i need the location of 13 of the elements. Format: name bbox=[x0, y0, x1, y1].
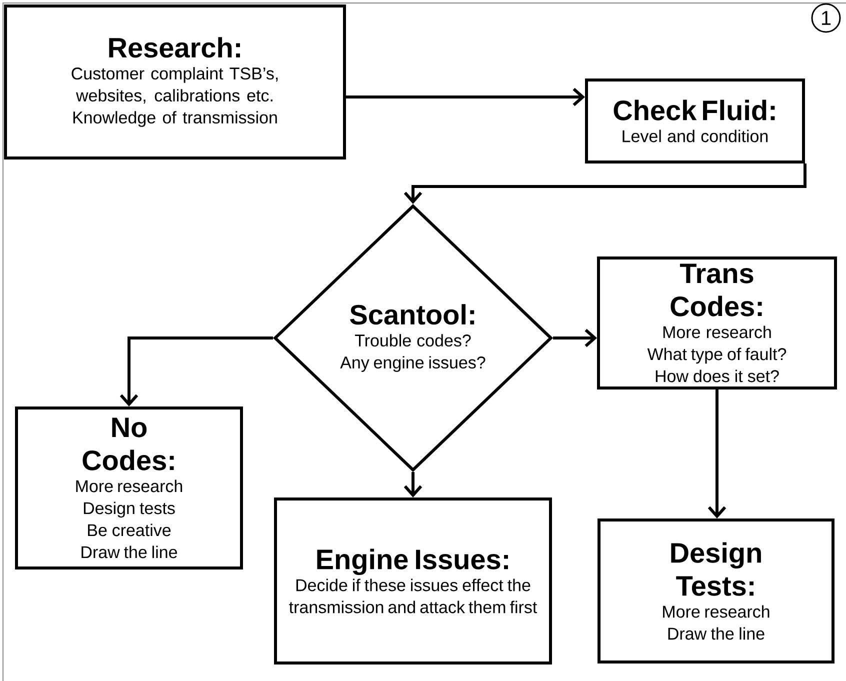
callout-number: 1 bbox=[811, 3, 841, 33]
arrow bbox=[120, 336, 273, 406]
process-box: Check Fluid: Level and condition bbox=[585, 78, 805, 164]
process-box: No Codes: More research Design tests Be creative Draw the line bbox=[15, 406, 243, 570]
arrow bbox=[346, 88, 585, 106]
arrow bbox=[404, 164, 806, 204]
arrow bbox=[404, 472, 422, 498]
process-box: Trans Codes: More research What type of fault? How does it set? bbox=[597, 256, 837, 390]
arrow bbox=[708, 390, 726, 518]
process-box: Research: Customer complaint TSB’s, websites, calibrations etc. Knowledge of transmission bbox=[4, 4, 346, 160]
arrow bbox=[553, 328, 597, 348]
process-box: Design Tests: More research Draw the line bbox=[598, 518, 834, 664]
process-box: Engine Issues: Decide if these issues effect the transmission and attack them first bbox=[274, 498, 552, 664]
